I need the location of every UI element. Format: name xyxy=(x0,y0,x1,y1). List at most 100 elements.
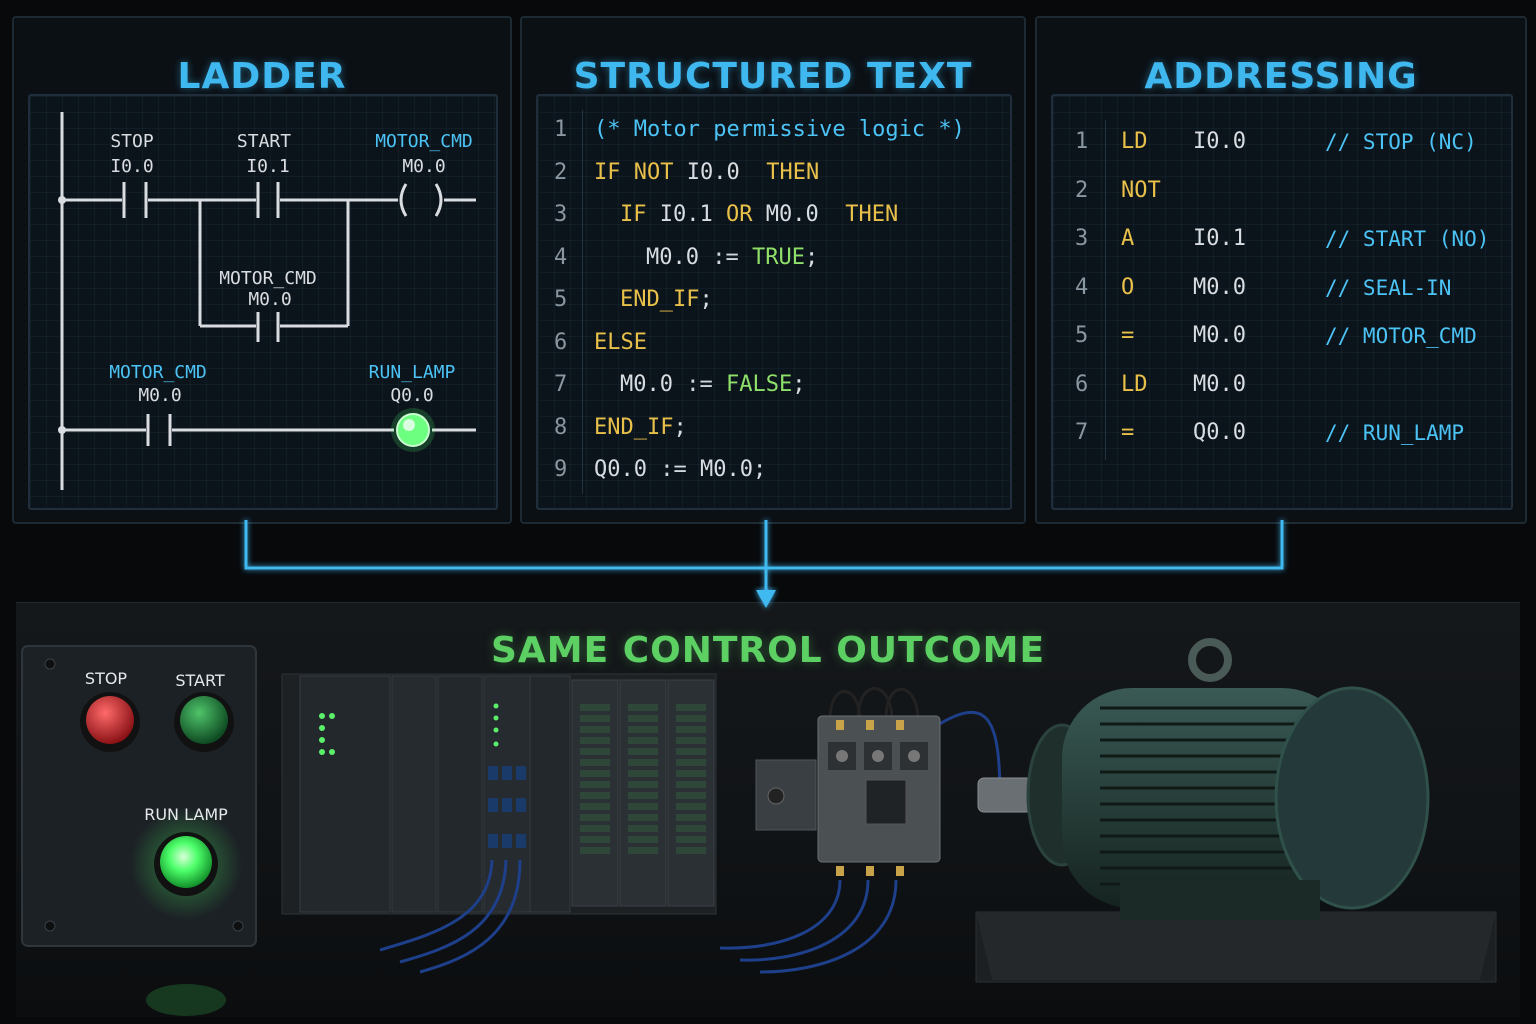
connector-arrow-icon xyxy=(756,590,776,608)
io-channel-led xyxy=(628,814,658,821)
instruction-comment: // START (NO) xyxy=(1325,227,1490,251)
io-channel-led xyxy=(676,781,706,788)
io-channel-led xyxy=(580,814,610,821)
line-number: 3 xyxy=(1075,226,1089,251)
code-token: := xyxy=(712,244,739,270)
io-channel-led xyxy=(580,748,610,755)
instruction-operand: I0.0 xyxy=(1193,129,1246,154)
code-token: END_IF xyxy=(594,414,674,440)
instruction-operand: I0.1 xyxy=(1193,226,1246,251)
addressing-panel-title: ADDRESSING xyxy=(1144,56,1418,97)
io-channel-led xyxy=(580,770,610,777)
convergence-connector xyxy=(244,520,1284,596)
rung2-contact-name-label: MOTOR_CMD xyxy=(109,362,207,383)
io-channel-led xyxy=(580,792,610,799)
line-number: 1 xyxy=(1075,129,1089,154)
seal-addr-label: M0.0 xyxy=(248,289,291,310)
io-channel-led xyxy=(676,825,706,832)
start-button-label: START xyxy=(175,671,225,690)
io-channel-led xyxy=(628,726,658,733)
io-channel-led xyxy=(580,836,610,843)
code-token: M0.0; xyxy=(686,457,767,482)
structured-text-panel: STRUCTURED TEXT 1(* Motor permissive log… xyxy=(520,16,1026,524)
instruction-line: 5=M0.0// MOTOR_CMD xyxy=(1053,320,1511,369)
code-token: ; xyxy=(673,414,687,440)
instruction-op: NOT xyxy=(1121,177,1161,203)
line-number: 6 xyxy=(554,329,568,355)
instruction-comment: // STOP (NC) xyxy=(1325,130,1477,154)
code-token: := xyxy=(660,457,687,482)
io-channel-led xyxy=(580,759,610,766)
code-token: IF xyxy=(620,202,647,227)
outcome-title: SAME CONTROL OUTCOME xyxy=(490,630,1046,671)
code-token: I0.1 xyxy=(646,202,726,227)
code-token: M0.0 xyxy=(752,202,846,227)
instruction-line: 7=Q0.0// RUN_LAMP xyxy=(1053,417,1511,466)
start-addr-label: I0.1 xyxy=(246,156,289,177)
code-text: IF I0.1 OR M0.0 THEN xyxy=(620,199,898,231)
rung2-contact-addr-label: M0.0 xyxy=(138,385,181,406)
io-channel-led xyxy=(580,726,610,733)
io-channel-led xyxy=(580,704,610,711)
structured-text-panel-title: STRUCTURED TEXT xyxy=(573,56,973,97)
line-number-gutter xyxy=(582,110,583,494)
stop-button-label: STOP xyxy=(85,669,128,688)
io-channel-led xyxy=(676,803,706,810)
lamp-name-label: RUN_LAMP xyxy=(369,362,456,383)
line-number: 5 xyxy=(554,287,568,312)
seal-name-label: MOTOR_CMD xyxy=(219,268,317,289)
ladder-panel-title: LADDER xyxy=(177,56,347,97)
line-number: 7 xyxy=(554,372,568,397)
instruction-op: LD xyxy=(1121,129,1148,154)
io-channel-led xyxy=(676,814,706,821)
structured-text-code-area: 1(* Motor permissive logic *)2 IF NOT I0.… xyxy=(536,94,1012,510)
instruction-op: = xyxy=(1121,323,1135,348)
instruction-op: O xyxy=(1121,274,1135,300)
io-channel-led xyxy=(628,847,658,854)
stop-addr-label: I0.0 xyxy=(110,156,153,177)
instruction-op: LD xyxy=(1121,371,1148,397)
coil-name-label: MOTOR_CMD xyxy=(375,131,473,152)
io-channel-led xyxy=(580,847,610,854)
line-number: 4 xyxy=(554,244,568,270)
line-number: 4 xyxy=(1075,274,1089,300)
code-line: 4 M0.0 := TRUE; xyxy=(538,242,1010,285)
instruction-op: = xyxy=(1121,420,1135,445)
code-token: IF NOT xyxy=(594,159,674,185)
code-line: 1(* Motor permissive logic *) xyxy=(538,114,1010,157)
io-channel-led xyxy=(628,715,658,722)
io-channel-led xyxy=(580,715,610,722)
instruction-operand: M0.0 xyxy=(1193,274,1246,300)
code-token: (* Motor permissive logic *) xyxy=(594,117,965,142)
io-channel-led xyxy=(628,737,658,744)
code-token: M0.0 xyxy=(620,372,687,397)
io-channel-led xyxy=(628,770,658,777)
line-number: 9 xyxy=(554,457,568,482)
code-text: M0.0 := TRUE; xyxy=(646,242,818,274)
line-number: 7 xyxy=(1075,420,1089,445)
instruction-line: 4 O M0.0 // SEAL-IN xyxy=(1053,272,1511,321)
io-channel-led xyxy=(628,759,658,766)
code-token: THEN xyxy=(766,159,820,185)
instruction-operand: M0.0 xyxy=(1193,371,1246,397)
line-number: 3 xyxy=(554,202,568,227)
code-token: ; xyxy=(804,244,819,270)
line-number: 2 xyxy=(554,159,568,185)
io-channel-led xyxy=(676,836,706,843)
io-channel-led xyxy=(676,770,706,777)
io-channel-led xyxy=(580,737,610,744)
io-channel-led xyxy=(676,704,706,711)
stop-name-label: STOP xyxy=(110,131,154,152)
instruction-comment: // SEAL-IN xyxy=(1325,275,1452,300)
line-number-gutter xyxy=(1105,120,1106,460)
io-channel-led xyxy=(580,803,610,810)
io-channel-led xyxy=(676,748,706,755)
